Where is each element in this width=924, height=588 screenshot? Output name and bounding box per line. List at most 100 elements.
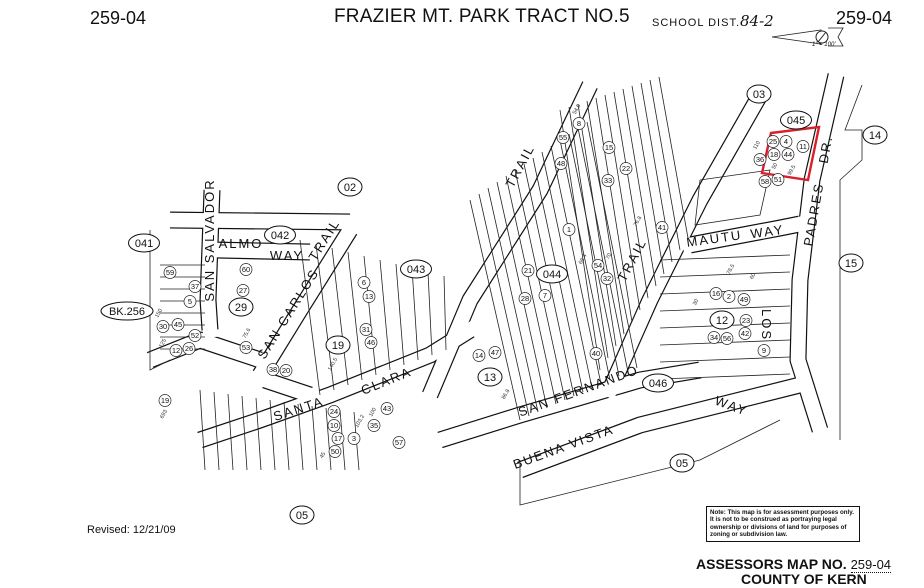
lot-circle [766, 135, 780, 148]
north-arrow-icon [771, 27, 844, 47]
lot-number: 48 [557, 159, 565, 168]
dimension-label-group: 110 [752, 140, 762, 151]
lot-line [514, 169, 566, 401]
block-number: 041 [135, 238, 153, 250]
lot-line [379, 259, 391, 371]
lot-number: 5 [188, 297, 192, 306]
lot-number-group: 4 [779, 135, 793, 148]
lot-circle [709, 287, 723, 300]
lot-circle [236, 284, 250, 297]
dimension-label: 76.8 [633, 215, 644, 227]
lot-number-group: 45 [171, 318, 185, 331]
street-name-label: WAY [270, 248, 304, 263]
lot-line [297, 403, 304, 471]
lot-number: 58 [761, 177, 769, 186]
lot-number: 4 [784, 137, 788, 146]
lot-circle [364, 336, 378, 349]
lot-number: 27 [239, 286, 247, 295]
lot-number-group: 15 [602, 141, 616, 154]
lot-line [427, 271, 433, 356]
lot-number-group: 38 [266, 363, 280, 376]
lot-number: 47 [491, 348, 499, 357]
dimension-label-group: 60 [749, 272, 757, 280]
lot-number: 13 [365, 292, 373, 301]
lot-number: 10 [330, 421, 338, 430]
lot-number-group: 6 [357, 276, 371, 289]
lot-circle [156, 320, 170, 333]
lot-circle [362, 290, 376, 303]
lot-number: 49 [740, 295, 748, 304]
lot-number-group: 23 [739, 314, 753, 327]
lot-number-group: 54 [591, 259, 605, 272]
lot-line [255, 397, 262, 471]
block-outline [289, 505, 315, 525]
lot-number: 51 [774, 175, 782, 184]
lot-number-group: 31 [359, 323, 373, 336]
block-number-group: 29 [228, 297, 254, 317]
block-number-group: 05 [289, 505, 315, 525]
lot-circle [753, 153, 767, 166]
lot-circle [771, 173, 785, 186]
block-number-group: 02 [337, 177, 363, 197]
lot-line [631, 85, 665, 275]
lot-number: 3 [352, 434, 356, 443]
dimension-label-group: 99.5 [787, 164, 798, 176]
block-outline [862, 125, 888, 145]
lot-number-group: 25 [766, 135, 780, 148]
block-number-group: 043 [400, 259, 432, 279]
lot-number-group: 47 [488, 346, 502, 359]
map-number-right: 259-04 [836, 8, 893, 28]
lot-number: 33 [604, 176, 612, 185]
parcel-lines [149, 76, 863, 506]
block-number-group: 12 [709, 310, 735, 330]
lot-line [469, 199, 521, 421]
lot-line [478, 193, 530, 417]
lot-line [659, 288, 791, 295]
lot-line [659, 271, 791, 278]
lot-line [568, 106, 609, 359]
lot-circle [357, 276, 371, 289]
road-surface [681, 215, 809, 254]
lot-number: 1 [567, 225, 571, 234]
lot-circle [518, 292, 532, 305]
lot-line [613, 91, 649, 299]
lot-line [550, 145, 602, 385]
lot-circle [602, 141, 616, 154]
road-surface [790, 66, 845, 440]
lot-line [659, 254, 791, 261]
lot-number: 8 [577, 119, 581, 128]
lot-circle [239, 341, 253, 354]
dimension-label: 78.5 [726, 263, 737, 275]
lot-number-group: 32 [600, 272, 614, 285]
road-surface [190, 319, 481, 450]
lot-number-group: 2 [722, 290, 736, 303]
block-number: 045 [787, 115, 805, 127]
block-outline [264, 225, 296, 245]
lot-circle [328, 445, 342, 458]
block-number: 14 [869, 130, 881, 142]
lot-line [331, 247, 349, 386]
lot-circle [359, 323, 373, 336]
lot-number: 54 [594, 261, 602, 270]
street-name-label-group: SAN CARLOS [254, 266, 322, 362]
assessors-map-label: ASSESSORS MAP NO. [696, 556, 847, 572]
lot-line [622, 88, 657, 287]
lot-line [659, 305, 791, 312]
lot-line [411, 267, 419, 361]
boundary-line [839, 84, 863, 440]
block-number-group: 15 [838, 253, 864, 273]
block-outline [477, 367, 503, 387]
block-number: 15 [845, 258, 857, 270]
disclaimer-note: Note: This map is for assessment purpose… [706, 506, 860, 542]
dimension-label-group: 76.8 [633, 215, 644, 227]
lot-number-group: 16 [709, 287, 723, 300]
lot-number-group: 59 [163, 266, 177, 279]
lot-circle [707, 331, 721, 344]
lot-number: 11 [799, 142, 807, 151]
lot-number: 21 [524, 266, 532, 275]
lot-number-group: 1 [562, 223, 576, 236]
road-surface [430, 361, 709, 450]
lot-number: 31 [362, 325, 370, 334]
lot-number-group: 3 [347, 432, 361, 445]
lot-number: 16 [712, 289, 720, 298]
